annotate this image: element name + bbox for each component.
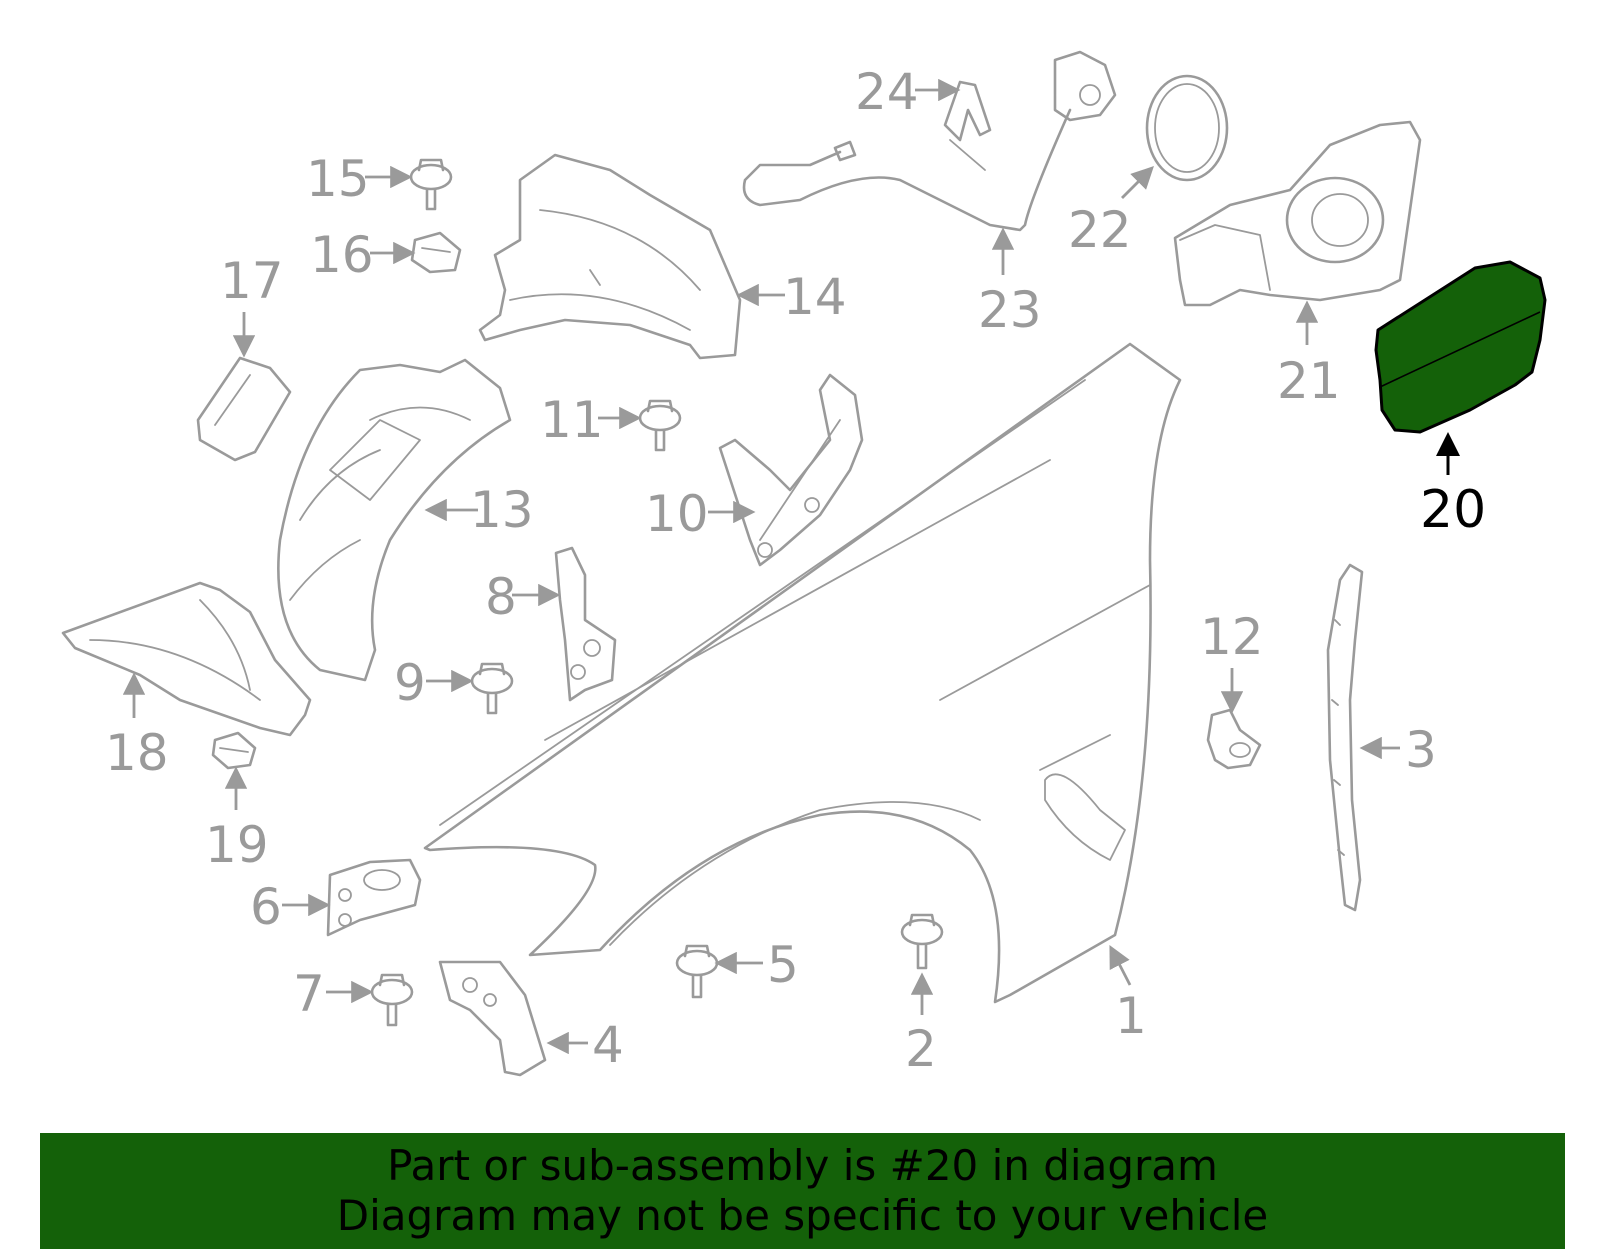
callout-23: 23: [978, 281, 1042, 339]
callout-16: 16: [310, 226, 374, 284]
part-3-strip: [1326, 563, 1364, 912]
part-7-bolt: [370, 973, 414, 1027]
callout-6: 6: [250, 878, 282, 936]
callout-24: 24: [855, 63, 919, 121]
part-11-bolt: [638, 399, 682, 452]
callout-17: 17: [220, 252, 284, 310]
callout-12: 12: [1200, 608, 1264, 666]
callout-13: 13: [470, 481, 534, 539]
part-23-cable: [742, 50, 1117, 232]
part-4-bracket: [438, 960, 547, 1077]
part-6-block: [326, 858, 422, 937]
callout-15: 15: [306, 150, 370, 208]
part-19-clip: [211, 731, 257, 770]
part-2-bolt: [900, 913, 944, 970]
callout-18: 18: [105, 724, 169, 782]
callout-7: 7: [293, 965, 325, 1023]
part-18-underbody-panel: [61, 581, 312, 737]
part-15-bolt: [409, 158, 453, 211]
part-17-plate: [196, 356, 292, 462]
part-1-fender: [423, 342, 1182, 1004]
callout-5: 5: [767, 936, 799, 994]
callout-20: 20: [1420, 480, 1486, 540]
part-9-bolt: [470, 662, 514, 715]
callout-11: 11: [540, 391, 604, 449]
banner-line-1: Part or sub-assembly is #20 in diagram: [387, 1141, 1218, 1190]
callout-1: 1: [1115, 987, 1147, 1045]
info-banner: Part or sub-assembly is #20 in diagram D…: [40, 1133, 1565, 1249]
part-14-inner-liner: [478, 153, 742, 360]
parts-diagram: 1 2 3 4 5 6 7 8 9 10 11 12 13 14 15 16 1…: [61, 50, 1547, 1078]
part-12-clip: [1206, 708, 1262, 770]
callout-9: 9: [394, 654, 426, 712]
part-21-filler-housing: [1173, 120, 1422, 307]
callout-21: 21: [1277, 352, 1341, 410]
callout-10: 10: [645, 485, 709, 543]
callout-2: 2: [905, 1020, 937, 1078]
callout-labels: 1 2 3 4 5 6 7 8 9 10 11 12 13 14 15 16 1…: [105, 63, 1486, 1078]
callout-4: 4: [592, 1016, 624, 1074]
part-13-wheel-liner: [277, 358, 512, 682]
callout-8: 8: [485, 568, 517, 626]
callout-19: 19: [205, 816, 269, 874]
part-10-bracket: [718, 373, 864, 567]
part-20-fuel-door: [1374, 260, 1547, 434]
callout-3: 3: [1405, 721, 1437, 779]
part-5-bolt: [675, 944, 719, 999]
leader-lines: [122, 78, 1460, 1055]
part-22-ring: [1145, 74, 1229, 182]
part-8-bracket: [554, 546, 617, 702]
callout-22: 22: [1068, 201, 1132, 259]
callout-14: 14: [783, 268, 847, 326]
banner-line-2: Diagram may not be specific to your vehi…: [336, 1191, 1269, 1240]
part-24-sensor: [943, 80, 992, 171]
part-16-clip: [410, 231, 462, 274]
